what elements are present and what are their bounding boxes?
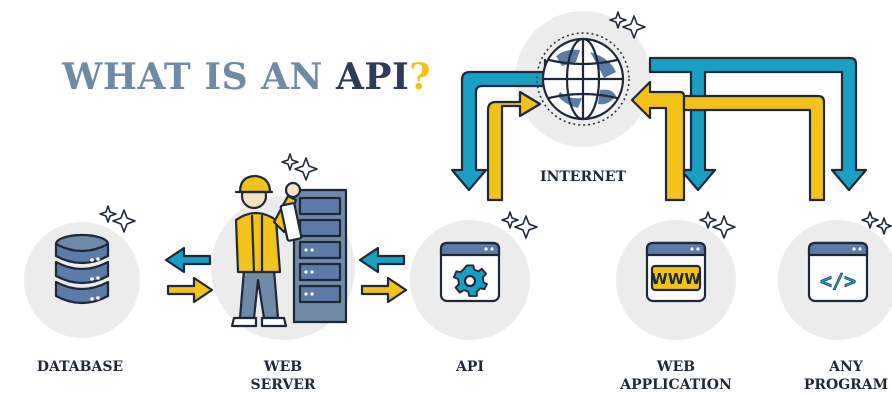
yellow-arrow-to-api <box>360 276 408 304</box>
gear-window-icon <box>439 241 501 303</box>
label-web-server-line1: WEB <box>263 359 303 375</box>
title-part-what-is-an: WHAT IS AN <box>62 56 336 98</box>
label-web-server-line2: SERVER <box>250 377 316 393</box>
worker-icon <box>230 174 303 328</box>
blue-arrow-to-web-server <box>358 246 406 274</box>
title-part-api: API <box>335 56 410 98</box>
label-web-server: WEB SERVER <box>250 358 315 394</box>
sparkle-icon <box>99 11 892 239</box>
blue-arrow-internet-to-apps <box>648 56 868 192</box>
yellow-arrow-to-web-server <box>166 276 214 304</box>
label-internet: INTERNET <box>540 169 626 185</box>
label-web-application-line1: WEB <box>656 359 696 375</box>
label-any-program-line2: PROGRAM <box>803 377 889 393</box>
blue-arrow-internet-to-api <box>450 58 547 192</box>
server-rack-icon <box>292 188 348 324</box>
globe-icon <box>536 32 630 126</box>
yellow-arrow-api-to-internet <box>486 90 542 202</box>
code-window-icon: </> <box>807 241 869 303</box>
yellow-arrow-apps-to-internet <box>630 80 686 202</box>
label-any-program-line1: ANY <box>829 359 863 375</box>
database-icon <box>54 233 110 305</box>
label-any-program: ANY PROGRAM <box>804 358 888 394</box>
label-api: API <box>456 359 484 375</box>
label-database: DATABASE <box>36 359 124 375</box>
blue-arrow-to-database <box>164 246 212 274</box>
label-web-application: WEB APPLICATION <box>620 358 732 394</box>
title-question-mark: ? <box>409 56 431 98</box>
code-icon: </> <box>820 269 856 293</box>
gear-icon <box>452 264 488 297</box>
page-title: WHAT IS AN API? <box>62 56 431 98</box>
label-web-application-line2: APPLICATION <box>620 377 732 393</box>
yellow-arrow-program-to-internet <box>682 94 826 202</box>
www-window-icon: WWW <box>645 241 707 303</box>
www-icon: WWW <box>651 270 701 288</box>
